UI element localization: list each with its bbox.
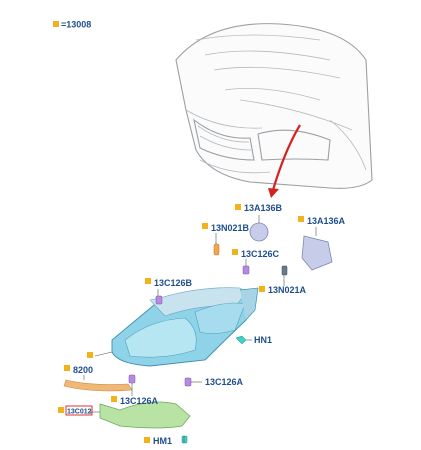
legend-text: =13008 bbox=[61, 20, 91, 30]
label-13N021A: 13N021A bbox=[268, 285, 307, 295]
lower-bracket-part bbox=[99, 401, 191, 429]
legend: =13008 bbox=[53, 20, 91, 30]
clip-13C126A-right-part bbox=[184, 377, 192, 387]
arrow-head-icon bbox=[268, 188, 279, 198]
label-8200: 8200 bbox=[73, 365, 93, 375]
label-13C126B: 13C126B bbox=[154, 278, 193, 288]
bulb-13N021B-part bbox=[213, 243, 220, 256]
clip-13C126C-part bbox=[242, 265, 250, 275]
label-13C126A-right: 13C126A bbox=[205, 377, 244, 387]
connector-HN1-part bbox=[235, 335, 247, 345]
cap-13A136A-part bbox=[301, 235, 333, 271]
label-red-box: 13C012 bbox=[67, 409, 92, 416]
red-highlight-box bbox=[65, 405, 93, 416]
curved-arrow-icon bbox=[271, 124, 301, 191]
clip-13C126A-bottom-part bbox=[128, 374, 136, 384]
callout-squares bbox=[58, 204, 304, 443]
clip-HM1-part bbox=[181, 435, 188, 444]
bulb-13N021A-part bbox=[281, 265, 288, 276]
label-13A136B: 13A136B bbox=[244, 203, 283, 213]
legend-square-icon bbox=[53, 21, 59, 27]
label-HM1: HM1 bbox=[153, 436, 172, 446]
label-HN1: HN1 bbox=[254, 335, 272, 345]
cap-13A136B-part bbox=[249, 222, 269, 242]
label-13N021B: 13N021B bbox=[211, 223, 250, 233]
trim-strip-part bbox=[63, 379, 133, 392]
label-13C126A-bottom: 13C126A bbox=[120, 396, 159, 406]
label-13A136A: 13A136A bbox=[307, 216, 346, 226]
headlamp-assembly bbox=[111, 287, 259, 367]
clip-13C126B-part bbox=[155, 295, 163, 305]
car-front-icon bbox=[175, 23, 373, 189]
label-13C126C: 13C126C bbox=[241, 249, 280, 259]
